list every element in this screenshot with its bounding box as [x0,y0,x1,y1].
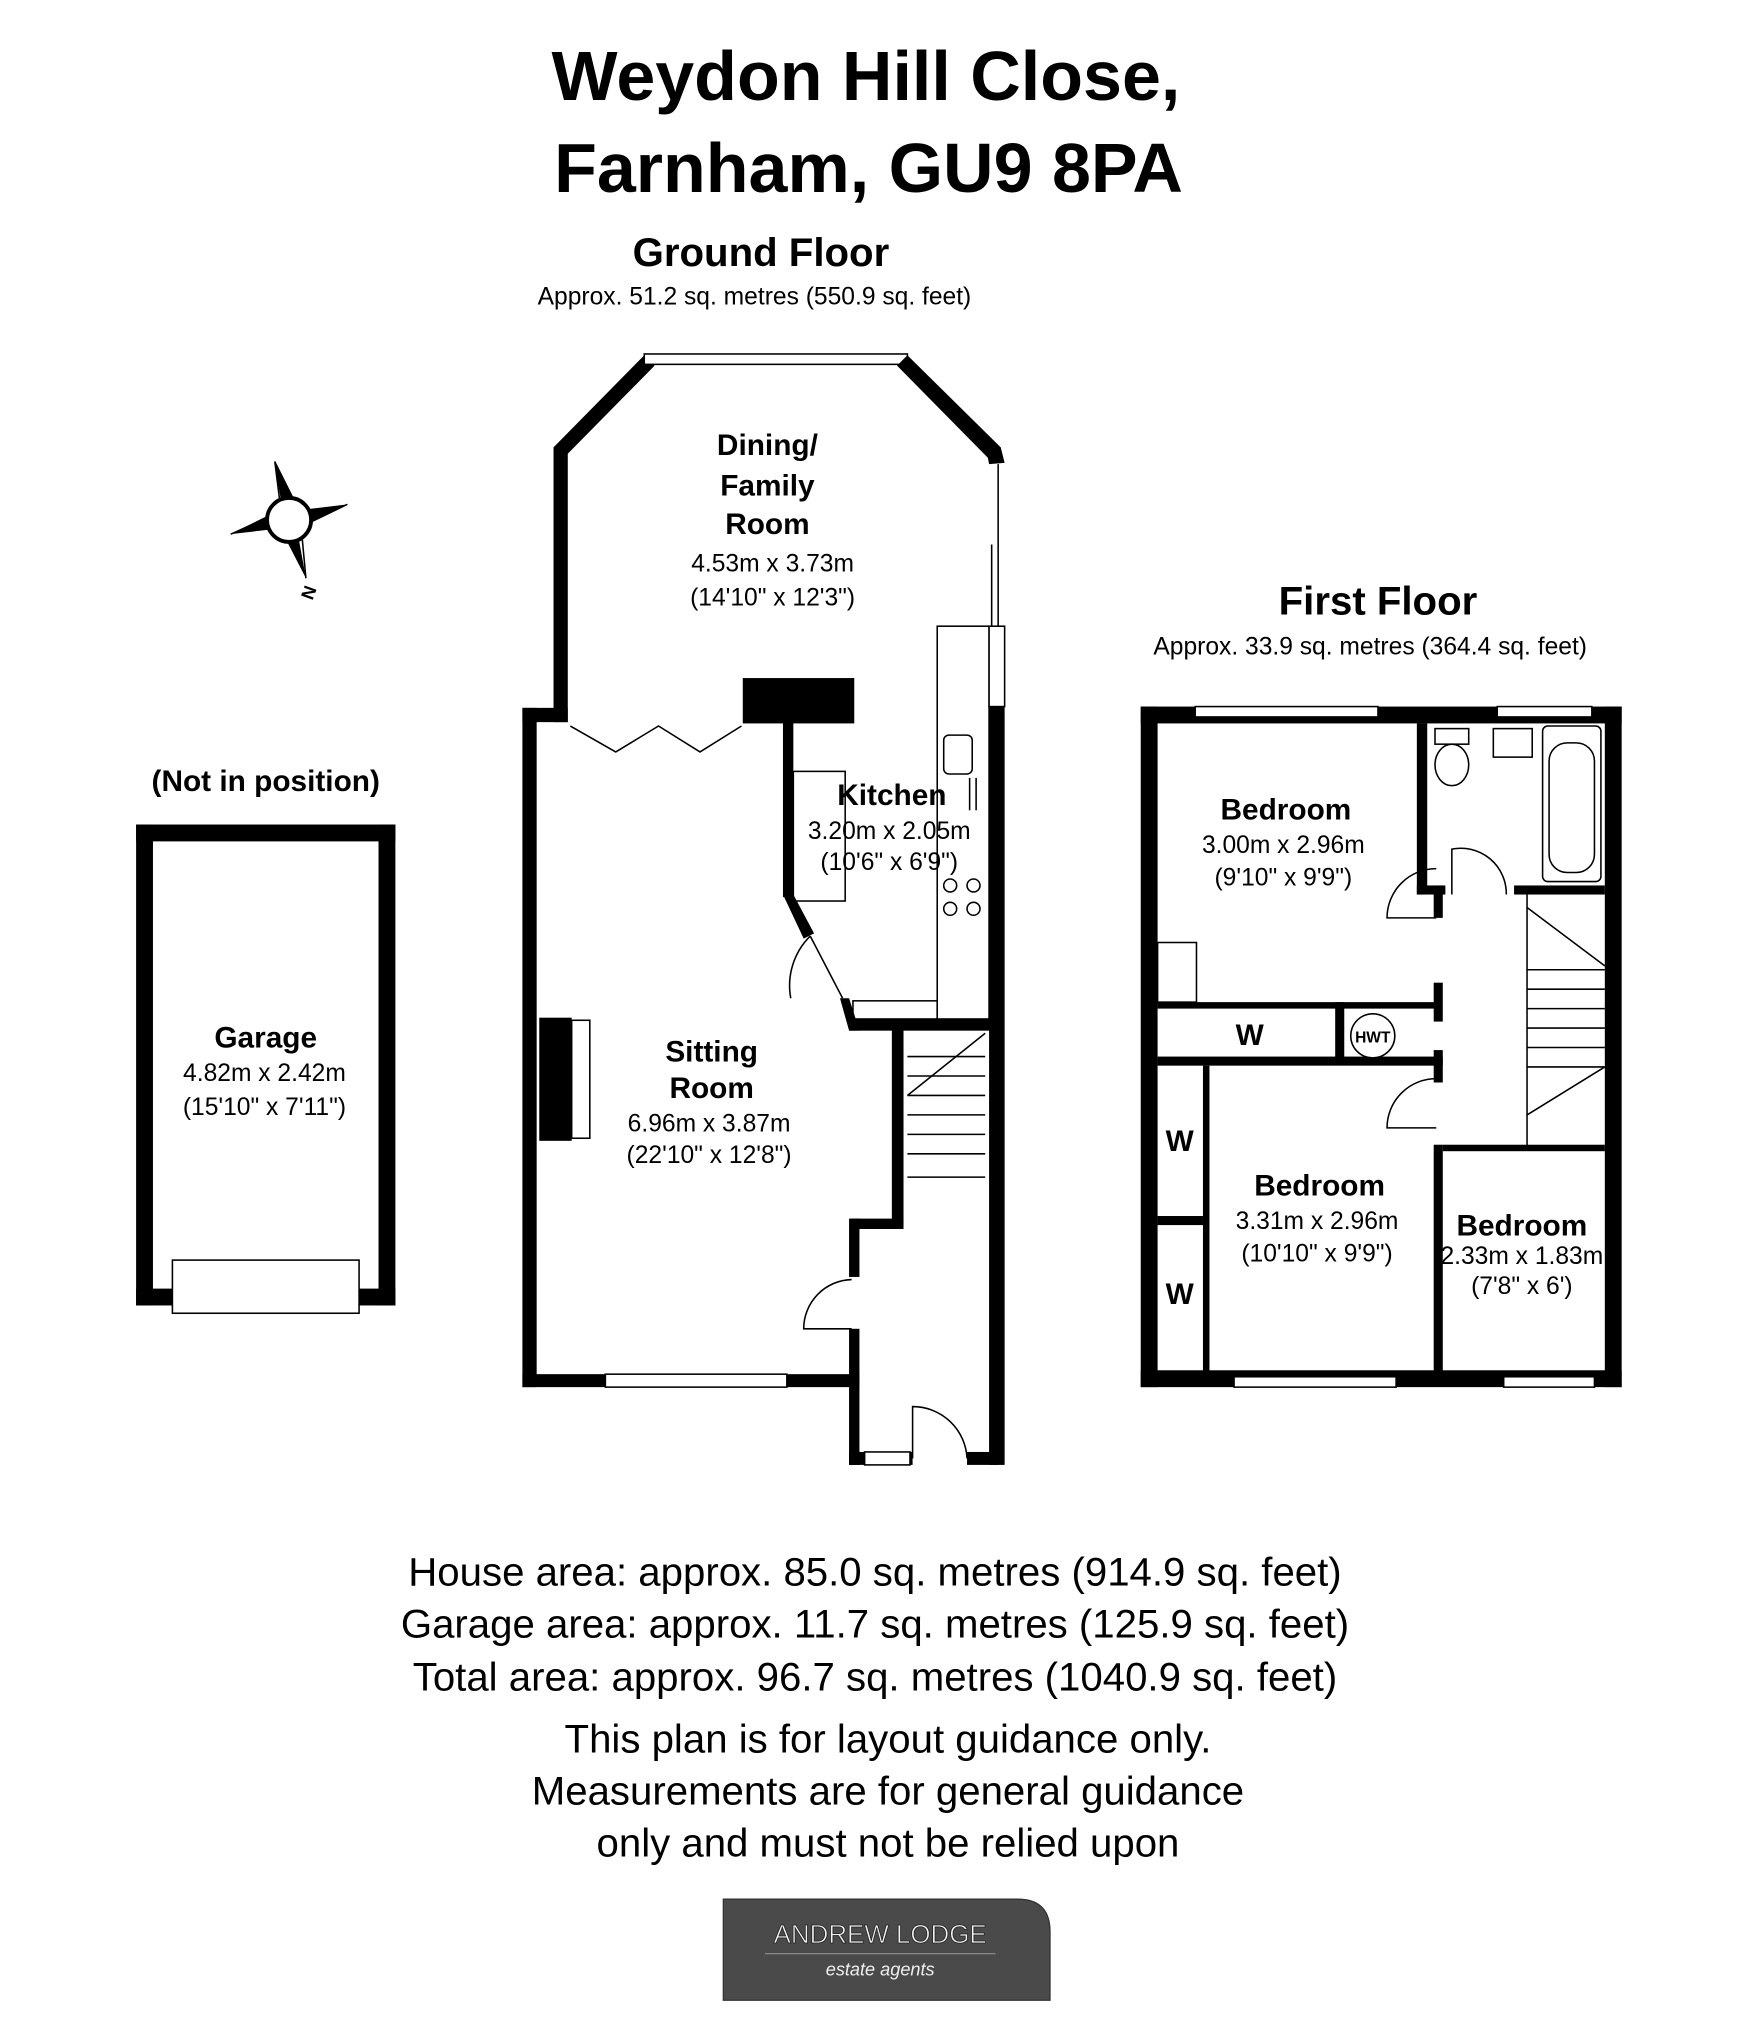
bedroom1-door [1386,867,1437,919]
kitchen-door [788,935,844,999]
kitchen-name: Kitchen [837,779,946,812]
bedroom2-imperial: (10'10" x 9'9") [1241,1240,1392,1267]
garage-name: Garage [214,1021,317,1054]
garage-imperial: (15'10" x 7'11") [183,1094,346,1121]
kitchen-metric: 3.20m x 2.05m [808,818,971,845]
porch-window [863,1451,911,1466]
front-door [911,1405,968,1459]
dining-room-imperial: (14'10" x 12'3") [690,584,855,611]
sink-icon [942,734,973,775]
basin-icon [1492,727,1533,758]
sitting-room-imperial: (22'10" x 12'8") [627,1142,792,1169]
dining-room-name-3: Room [725,508,809,541]
garage-note: (Not in position) [152,765,380,798]
compass-north-label: N [297,583,320,602]
dining-room-name-1: Dining/ [717,429,818,462]
bathroom-door [1451,847,1508,895]
title-line-1: Weydon Hill Close, [552,37,1181,115]
hall-door [802,1278,852,1330]
house-area: House area: approx. 85.0 sq. metres (914… [408,1549,1341,1594]
garage-plan [136,824,396,1315]
dining-room-metric: 4.53m x 3.73m [691,551,854,578]
wardrobe-label-2: W [1166,1125,1195,1158]
first-floor-area: Approx. 33.9 sq. metres (364.4 sq. feet) [1153,634,1587,661]
hwt-label: HWT [1355,1029,1391,1046]
bedroom3-imperial: (7'8" x 6') [1471,1273,1573,1300]
ground-floor-stairs [906,1032,986,1178]
ground-floor-plan [522,353,1006,1467]
bedroom2-door [1386,1077,1437,1129]
kitchen-counter [936,625,990,1020]
bay-window [643,353,909,366]
first-floor-plan [1140,705,1622,1388]
first-floor-stairs [1526,894,1606,1148]
ground-floor-area: Approx. 51.2 sq. metres (550.9 sq. feet) [538,284,972,311]
disclaimer-line-2: Measurements are for general guidance [532,1769,1244,1814]
total-area: Total area: approx. 96.7 sq. metres (104… [413,1654,1337,1699]
fireplace [539,1017,572,1141]
andrew-lodge-logo: ANDREW LODGE estate agents [722,1898,1051,2001]
wardrobe-label-3: W [1166,1278,1195,1311]
compass-icon: N [230,461,348,602]
bedroom3-metric: 2.33m x 1.83m [1440,1243,1603,1270]
logo-tagline: estate agents [826,1960,935,1980]
ground-floor-heading: Ground Floor [633,230,890,275]
wardrobe-label-1: W [1236,1019,1265,1052]
garage-door [171,1259,360,1315]
bedroom2-name: Bedroom [1254,1169,1385,1202]
logo-name: ANDREW LODGE [774,1921,987,1949]
dining-room-name-2: Family [720,469,815,502]
first-floor-heading: First Floor [1279,579,1478,624]
hob-icon [942,878,981,917]
garage-area: Garage area: approx. 11.7 sq. metres (12… [401,1601,1349,1646]
sitting-room-name-2: Room [669,1072,753,1105]
bedroom1-name: Bedroom [1221,793,1352,826]
bedroom2-metric: 3.31m x 2.96m [1236,1208,1399,1235]
bath-icon [1541,725,1602,883]
disclaimer-line-3: only and must not be relied upon [597,1820,1180,1865]
title-line-2: Farnham, GU9 8PA [554,129,1183,207]
kitchen-imperial: (10'6" x 6'9") [820,849,958,876]
bedroom3-name: Bedroom [1456,1209,1587,1242]
toilet-icon [1434,743,1470,787]
bedroom1-imperial: (9'10" x 9'9") [1214,864,1352,891]
disclaimer-line-1: This plan is for layout guidance only. [565,1717,1212,1762]
sitting-room-name-1: Sitting [665,1036,758,1069]
bifold-doors [569,725,742,753]
garage-metric: 4.82m x 2.42m [183,1060,346,1087]
bedroom1-metric: 3.00m x 2.96m [1202,832,1365,859]
sitting-room-metric: 6.96m x 3.87m [628,1111,791,1138]
sitting-room-window [604,1373,788,1388]
